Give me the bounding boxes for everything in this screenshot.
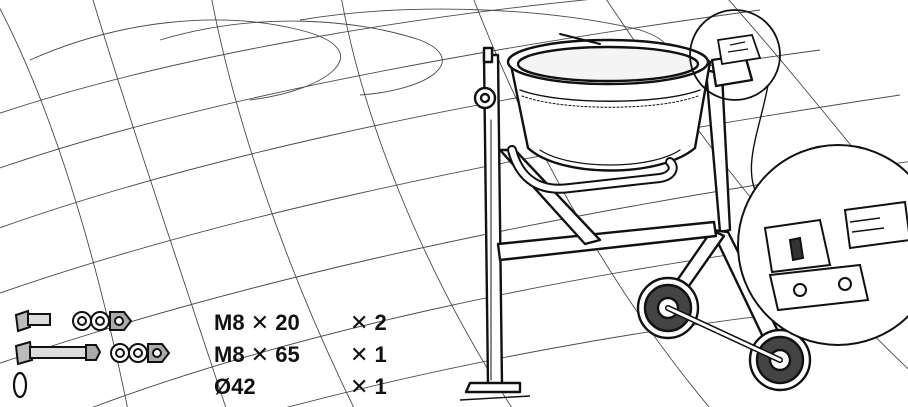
bolt-nut-washers-short-icon [14,309,133,333]
ground-line [459,395,531,401]
detail-circle-icon [689,9,781,101]
bolt-nut-washers-long-icon [14,340,171,366]
detail-zoom-circle-icon [737,144,908,346]
o-ring-icon [12,371,28,399]
part-quantity: ✕ 2 [350,310,387,335]
part-spec: M8 ✕ 20 [214,310,300,335]
parts-row-o-ring: Ø42 ✕ 1 [8,372,428,402]
parts-row-long-bolt: M8 ✕ 65 ✕ 1 [8,340,428,370]
part-quantity: ✕ 1 [350,374,387,399]
cement-mixer-icon [464,33,812,394]
parts-row-short-bolt: M8 ✕ 20 ✕ 2 [8,308,428,338]
part-quantity: ✕ 1 [350,342,387,367]
part-spec: M8 ✕ 65 [214,342,300,367]
part-spec: Ø42 [214,374,256,399]
